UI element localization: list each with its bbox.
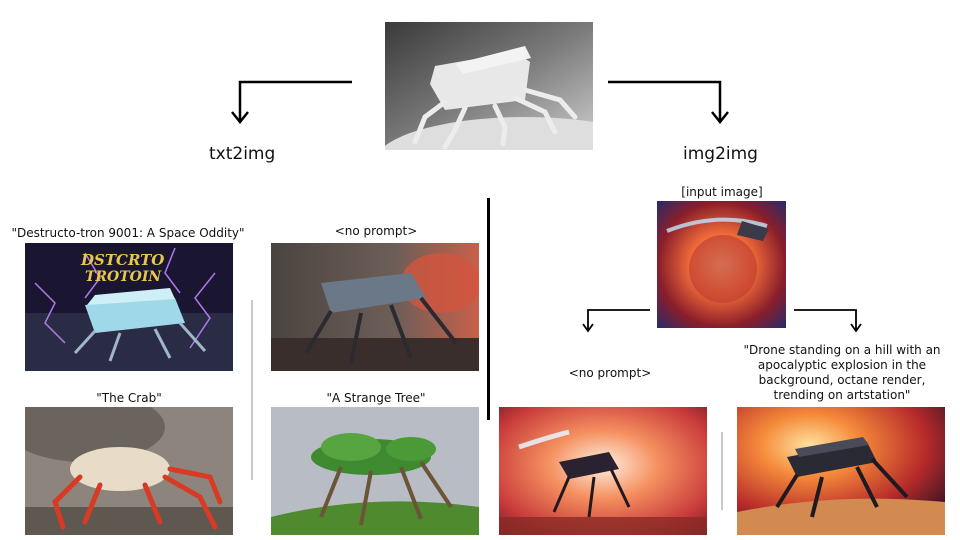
arrow-to-prompt: [794, 309, 857, 330]
arrow-to-no-prompt: [587, 309, 650, 330]
the-crab-image: [25, 407, 233, 535]
caption-destructotron: "Destructo-tron 9001: A Space Oddity": [11, 226, 245, 240]
poster-text-line2: TROTOIN: [85, 269, 162, 285]
caption-input-image: [input image]: [681, 185, 763, 199]
center-divider: [487, 198, 490, 420]
poster-text-line1: DSTCRTO: [80, 251, 164, 269]
txt2img-title: txt2img: [209, 144, 276, 164]
arrow-to-txt2img: [238, 80, 352, 120]
caption-no-prompt-img2img: <no prompt>: [568, 366, 652, 380]
arrow-to-img2img: [608, 80, 722, 120]
caption-drone-prompt: "Drone standing on a hill with an apocal…: [743, 343, 941, 402]
no-prompt-img2img-image: [499, 407, 707, 535]
caption-strange-tree: "A Strange Tree": [326, 391, 426, 405]
depth-map-image: [385, 22, 593, 150]
img2img-title: img2img: [683, 144, 758, 164]
no-prompt-txt2img-image: [271, 243, 479, 371]
caption-no-prompt-txt2img: <no prompt>: [334, 224, 418, 238]
destructotron-poster-image: DSTCRTO TROTOIN: [25, 243, 233, 371]
input-image: [657, 201, 786, 328]
img2img-divider: [721, 432, 723, 510]
caption-the-crab: "The Crab": [96, 391, 162, 405]
strange-tree-image: [271, 407, 479, 535]
txt2img-divider: [251, 300, 253, 480]
drone-prompt-image: [737, 407, 945, 535]
